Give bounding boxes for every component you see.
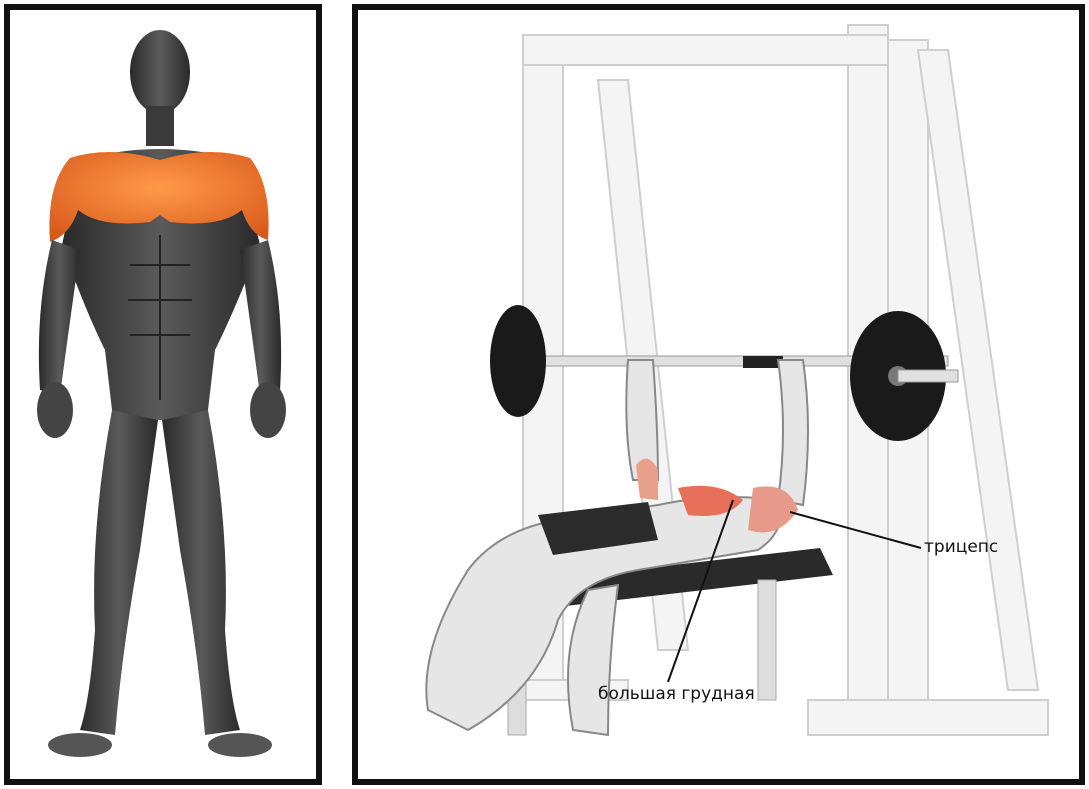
right-leg [162, 410, 240, 735]
left-foot [48, 733, 112, 757]
head [130, 30, 190, 114]
smith-machine-bench-press-illustration [358, 10, 1079, 779]
neck [146, 106, 174, 146]
right-hand [250, 382, 286, 438]
lifter-body [426, 360, 808, 735]
right-arm [240, 240, 281, 395]
left-leg [80, 410, 158, 735]
left-plate [490, 305, 546, 417]
anatomy-figure-illustration [10, 10, 316, 779]
right-foot [208, 733, 272, 757]
anatomy-figure-panel [4, 4, 322, 785]
left-hand [37, 382, 73, 438]
left-arm [39, 240, 80, 395]
exercise-illustration-panel: трицепс большая грудная [352, 4, 1085, 785]
triceps-label: трицепс [924, 537, 998, 557]
pectoral-label: большая грудная [598, 684, 755, 704]
